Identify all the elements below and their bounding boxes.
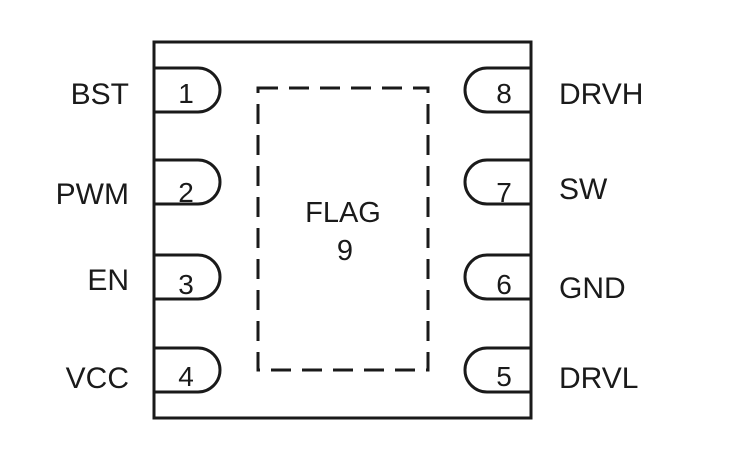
pin-8-name: DRVH xyxy=(559,78,643,111)
pin-7: 7 SW xyxy=(463,158,608,208)
pin-6-pad xyxy=(463,253,531,301)
exposed-pad-outline xyxy=(256,86,430,372)
exposed-pad-number: 9 xyxy=(337,235,353,267)
pin-5-number: 5 xyxy=(496,361,512,392)
pin-7-pad xyxy=(463,158,531,206)
pin-1-number: 1 xyxy=(178,78,194,109)
pin-2-name: PWM xyxy=(56,178,129,211)
pin-7-number: 7 xyxy=(496,177,512,208)
pin-5: 5 DRVL xyxy=(463,346,638,395)
pin-1-pad xyxy=(154,66,222,114)
pin-3-number: 3 xyxy=(178,269,194,300)
pin-6: 6 GND xyxy=(463,253,626,305)
pin-4-pad xyxy=(154,346,222,394)
pin-5-name: DRVL xyxy=(559,362,638,395)
pin-7-name: SW xyxy=(559,173,608,206)
pin-4-name: VCC xyxy=(66,362,129,395)
pin-1: 1 BST xyxy=(71,66,222,114)
pin-3-name: EN xyxy=(87,264,129,297)
pin-3-pad xyxy=(154,253,222,301)
pin-8-pad xyxy=(463,66,531,114)
pin-4: 4 VCC xyxy=(66,346,222,395)
pin-6-number: 6 xyxy=(496,269,512,300)
pin-8-number: 8 xyxy=(496,78,512,109)
pin-3: 3 EN xyxy=(87,253,222,301)
pin-6-name: GND xyxy=(559,272,626,305)
pin-1-name: BST xyxy=(71,78,129,111)
pin-2-pad xyxy=(154,158,222,206)
pin-2: 2 PWM xyxy=(56,158,222,211)
pin-2-number: 2 xyxy=(178,177,194,208)
exposed-pad-label: FLAG xyxy=(305,197,381,229)
pin-4-number: 4 xyxy=(178,361,194,392)
package-body xyxy=(152,40,533,420)
pin-5-pad xyxy=(463,346,531,394)
pin-8: 8 DRVH xyxy=(463,66,643,114)
